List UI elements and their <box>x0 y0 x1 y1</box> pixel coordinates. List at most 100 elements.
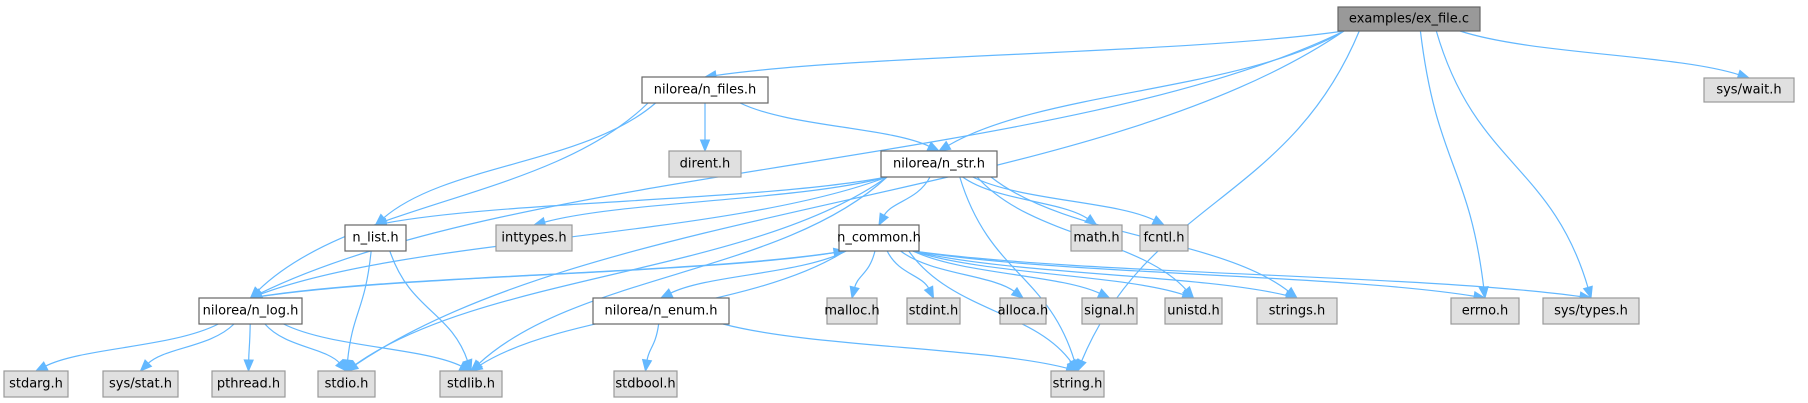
edge-n_files-to-n_str <box>739 102 941 152</box>
arrowhead-icon <box>923 285 935 300</box>
edge-line <box>346 250 372 362</box>
edge-line <box>646 323 660 362</box>
edge-ex_file-to-sys_wait <box>1459 30 1751 80</box>
edge-line <box>250 251 836 299</box>
node-label: nilorea/n_enum.h <box>604 304 717 319</box>
edge-line <box>382 102 656 219</box>
node-box <box>641 76 769 104</box>
edge-ex_file-to-sys_types <box>1435 30 1593 300</box>
node-n-files[interactable]: nilorea/n_files.h <box>641 76 769 104</box>
node-label: strings.h <box>1269 304 1325 319</box>
edge-line <box>385 176 888 224</box>
node-label: string.h <box>1053 377 1103 392</box>
edge-line <box>883 176 931 217</box>
node-box <box>1256 297 1338 325</box>
arrowhead-icon <box>699 139 711 153</box>
edge-n_str-to-n_list <box>374 176 888 229</box>
node-label: stdint.h <box>909 304 958 319</box>
node-stdlib: stdlib.h <box>439 370 503 398</box>
node-stdio: stdio.h <box>317 370 376 398</box>
node-box <box>838 224 920 252</box>
arrowhead-icon <box>1084 214 1098 226</box>
node-box <box>1450 297 1520 325</box>
edge-n_log-to-sys_stat <box>139 323 235 372</box>
edge-line <box>972 176 1156 222</box>
node-n-common[interactable]: n_common.h <box>837 224 921 252</box>
node-n-enum[interactable]: nilorea/n_enum.h <box>592 297 730 325</box>
arrowhead-icon <box>926 141 941 152</box>
edge-line <box>259 30 1345 295</box>
arrowhead-icon <box>1582 285 1593 300</box>
edge-line <box>389 250 469 362</box>
node-n-str[interactable]: nilorea/n_str.h <box>880 150 998 178</box>
edge-line <box>283 323 463 368</box>
node-box <box>999 297 1047 325</box>
edge-n_common-to-errno <box>912 250 1487 302</box>
node-label: dirent.h <box>680 157 731 172</box>
node-stdarg: stdarg.h <box>3 370 69 398</box>
node-label: sys/wait.h <box>1716 83 1781 98</box>
node-label: math.h <box>1073 231 1119 246</box>
edge-line <box>912 250 1582 298</box>
edge-ex_file-to-errno <box>1419 30 1489 300</box>
arrowhead-icon <box>1096 288 1111 299</box>
edge-line <box>354 176 888 366</box>
node-box <box>1139 224 1189 252</box>
node-n-list[interactable]: n_list.h <box>344 224 407 252</box>
node-strings: strings.h <box>1256 297 1338 325</box>
edge-line <box>912 250 1101 295</box>
edge-line <box>248 323 251 362</box>
edge-line <box>908 250 1073 364</box>
edge-n_common-to-signal <box>912 250 1111 299</box>
node-box <box>198 297 303 325</box>
arrowhead-icon <box>659 288 674 299</box>
edge-line <box>264 323 341 364</box>
edge-n_enum-to-string <box>722 323 1079 374</box>
edge-line <box>900 250 1016 293</box>
edge-line <box>912 250 1476 297</box>
edge-line <box>886 250 930 290</box>
node-box <box>592 297 730 325</box>
node-label: inttypes.h <box>501 231 566 246</box>
edge-line <box>912 250 1288 297</box>
node-n-log[interactable]: nilorea/n_log.h <box>198 297 303 325</box>
node-inttypes: inttypes.h <box>495 224 573 252</box>
edge-ex_file-to-n_str <box>937 30 1345 152</box>
edge-line <box>147 323 235 365</box>
edge-ex_file-to-n_files <box>703 30 1345 81</box>
node-box <box>1070 224 1123 252</box>
node-label: malloc.h <box>824 304 879 319</box>
edge-n_common-to-alloca <box>900 250 1025 299</box>
node-sys-stat: sys/stat.h <box>102 370 179 398</box>
arrowhead-icon <box>641 358 653 373</box>
node-string: string.h <box>1050 370 1105 398</box>
edge-n_log-to-stdio <box>264 323 348 372</box>
edge-n_list-to-stdlib <box>389 250 473 373</box>
node-label: unistd.h <box>1167 304 1220 319</box>
edge-line <box>853 250 876 289</box>
edge-line <box>947 30 1345 147</box>
arrowhead-icon <box>335 358 348 372</box>
edge-n_common-to-unistd <box>912 250 1195 300</box>
node-stdint: stdint.h <box>906 297 961 325</box>
node-label: errno.h <box>1462 304 1509 319</box>
node-sys-wait: sys/wait.h <box>1703 77 1795 103</box>
edge-n_log-to-stdlib <box>283 323 473 372</box>
node-box <box>668 150 742 178</box>
edge-line <box>1419 30 1485 289</box>
node-box <box>1050 370 1105 398</box>
edge-line <box>257 102 649 292</box>
node-label: signal.h <box>1084 304 1135 319</box>
node-label: stdlib.h <box>447 377 495 392</box>
edge-n_common-to-n_log <box>249 250 846 302</box>
edge-n_str-to-n_common <box>878 176 931 227</box>
edge-line <box>1435 30 1589 289</box>
node-label: alloca.h <box>998 304 1049 319</box>
node-box <box>1337 6 1481 32</box>
edge-n_log-to-stdarg <box>34 323 219 372</box>
edge-line <box>722 323 1068 370</box>
node-box <box>102 370 179 398</box>
node-box <box>3 370 69 398</box>
